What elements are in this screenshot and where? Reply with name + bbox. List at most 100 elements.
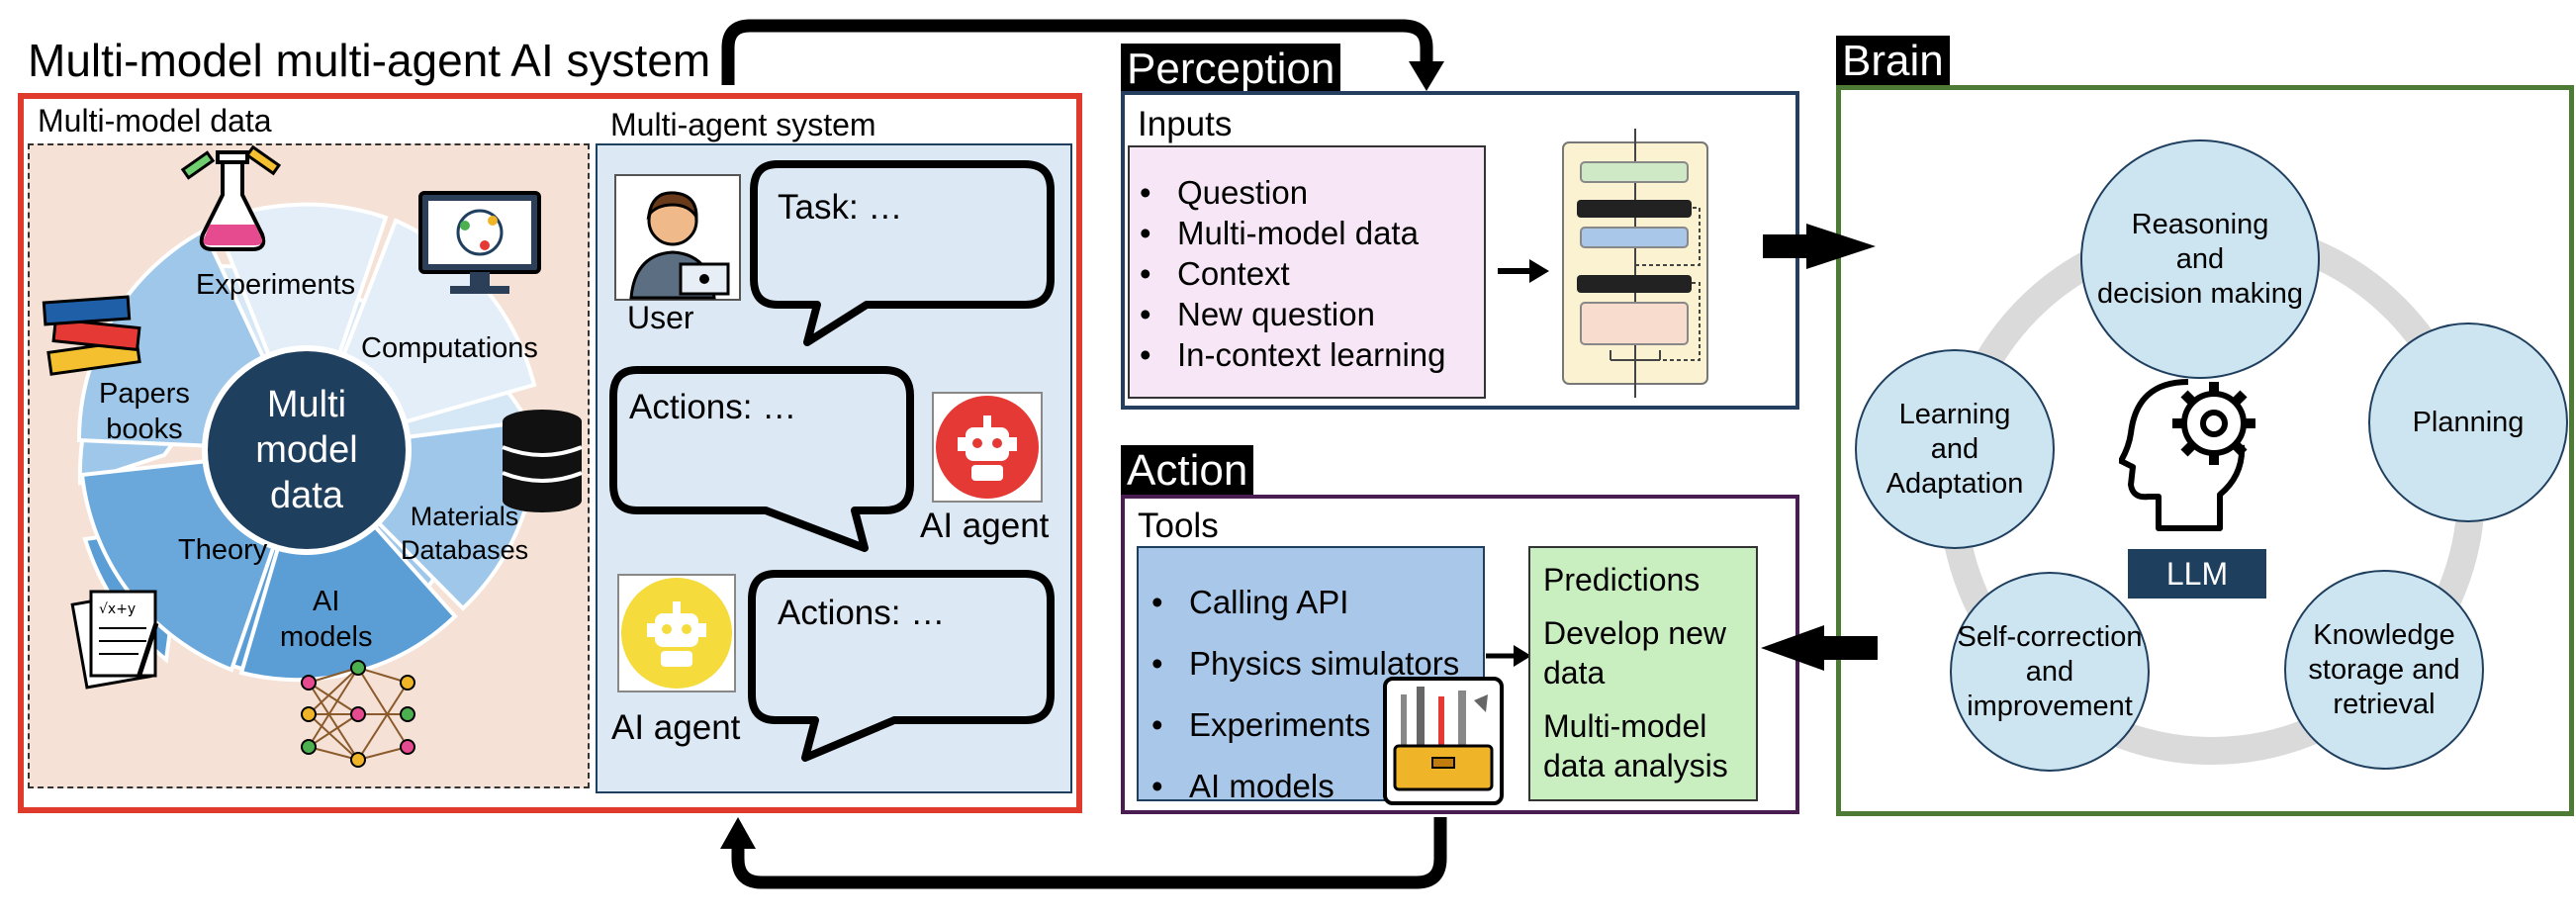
main-title: Multi-model multi-agent AI system: [28, 35, 711, 86]
ai-agent-yellow-icon: [617, 574, 736, 692]
outputs-panel: [1528, 546, 1758, 801]
input-item: New question: [1140, 294, 1446, 334]
knowledge-line-2: storage and: [2308, 653, 2460, 686]
multi-agent-system-container: [18, 93, 1082, 813]
brain-gear-head-icon: [2119, 379, 2255, 531]
materials-line-2: Databases: [401, 535, 529, 565]
input-item: Context: [1140, 253, 1446, 294]
documents-icon: √x+y: [70, 590, 159, 690]
segment-label-experiments: Experiments: [196, 269, 356, 301]
tool-item: Calling API: [1151, 572, 1459, 633]
output-develop-line-2: data: [1543, 655, 1606, 691]
arrow-right-icon: [1498, 259, 1549, 283]
node-reasoning-label: Reasoning and decision making: [2081, 180, 2319, 338]
action-heading: Action: [1121, 445, 1254, 497]
database-icon: [502, 410, 583, 512]
reasoning-line-3: decision making: [2097, 277, 2303, 310]
tool-item: Experiments: [1151, 694, 1459, 756]
multi-model-data-label: Multi-model data: [38, 103, 272, 138]
learning-line-2: and: [1930, 432, 1979, 465]
ai-agent-label-2: AI agent: [611, 708, 741, 747]
segment-label-papers: Papers books: [99, 376, 190, 447]
svg-text:√x+y: √x+y: [99, 601, 136, 617]
arrow-bottom-head: [720, 817, 756, 849]
center-line-3: data: [270, 475, 343, 516]
ai-agent-red-icon: [932, 392, 1043, 503]
center-label: Multi model data: [208, 376, 406, 524]
node-planning-label: Planning: [2369, 393, 2567, 452]
tools-list: Calling API Physics simulators Experimen…: [1151, 572, 1459, 817]
user-avatar-icon: [614, 174, 741, 301]
output-predictions: Predictions: [1543, 562, 1701, 598]
actions-text-1: Actions: …: [629, 388, 797, 426]
tool-item: AI models: [1151, 756, 1459, 817]
segment-label-computations: Computations: [361, 332, 538, 364]
node-selfcorrection: [1950, 572, 2150, 772]
actions-speech-bubble-2: [748, 570, 1055, 762]
books-icon: [42, 295, 141, 376]
inputs-list: Question Multi-model data Context New qu…: [1140, 172, 1446, 375]
reasoning-line-1: Reasoning: [2131, 208, 2269, 240]
actions-text-2: Actions: …: [778, 594, 946, 632]
brain-cycle-diagram: [1855, 139, 2568, 772]
neural-network-icon: [301, 660, 415, 768]
center-line-1: Multi: [266, 384, 347, 425]
input-item: Multi-model data: [1140, 213, 1446, 253]
multi-agent-system-label: Multi-agent system: [610, 107, 876, 142]
tools-label: Tools: [1138, 507, 1219, 545]
actions-speech-bubble-1: [609, 366, 914, 552]
task-speech-bubble: [750, 160, 1055, 346]
arrow-perception-brain-shaft: [1763, 234, 1808, 258]
center-line-2: model: [255, 429, 358, 471]
arrow-right-icon: [1486, 645, 1531, 667]
selfcorrection-line-2: and: [2025, 655, 2074, 688]
segment-label-theory: Theory: [178, 534, 268, 566]
knowledge-line-3: retrieval: [2333, 688, 2436, 720]
segment-label-materials: Materials Databases: [401, 500, 528, 567]
selfcorrection-line-3: improvement: [1967, 690, 2133, 722]
llm-label: LLM: [2128, 549, 2266, 599]
reasoning-line-2: and: [2175, 242, 2225, 275]
learning-line-3: Adaptation: [1886, 467, 2024, 500]
arrow-brain-action-head: [1761, 625, 1824, 671]
computer-icon: [418, 191, 541, 294]
selfcorrection-line-1: Self-correction: [1957, 620, 2143, 653]
materials-line-1: Materials: [410, 502, 519, 531]
task-text: Task: …: [778, 188, 903, 227]
node-learning: [1855, 349, 2055, 549]
input-item: Question: [1140, 172, 1446, 213]
arrow-top-head: [1409, 61, 1444, 91]
segment-label-ai-models: AI models: [280, 584, 373, 655]
learning-line-1: Learning: [1898, 398, 2011, 430]
inputs-label: Inputs: [1138, 105, 1233, 143]
ai-agent-label-1: AI agent: [920, 507, 1050, 545]
user-label: User: [627, 300, 694, 335]
output-analysis-line-1: Multi-model: [1543, 708, 1707, 744]
node-reasoning: [2080, 139, 2320, 379]
input-item: In-context learning: [1140, 334, 1446, 375]
transformer-diagram-icon: [1562, 129, 1708, 398]
arrow-brain-action-shaft: [1822, 636, 1878, 660]
node-planning: [2368, 323, 2568, 522]
node-selfcorrection-label: Self-correction and improvement: [1941, 612, 2159, 731]
ai-models-line-1: AI: [313, 586, 340, 617]
arrow-perception-brain-head: [1806, 224, 1876, 269]
node-knowledge: [2284, 570, 2484, 770]
output-develop-line-1: Develop new: [1543, 615, 1726, 651]
brain-heading: Brain: [1836, 36, 1950, 87]
tool-item: Physics simulators: [1151, 633, 1459, 694]
toolbox-icon: [1383, 677, 1504, 805]
arrow-top-path: [721, 19, 1433, 85]
papers-line-2: books: [106, 414, 183, 445]
outputs-list: Predictions Develop new data Multi-model…: [1543, 560, 1728, 785]
brain-box: [1836, 85, 2574, 816]
ai-models-line-2: models: [280, 621, 373, 653]
perception-heading: Perception: [1121, 44, 1341, 95]
knowledge-line-1: Knowledge: [2313, 618, 2455, 651]
flask-icon: [180, 144, 282, 251]
papers-line-1: Papers: [99, 378, 190, 410]
node-knowledge-label: Knowledge storage and retrieval: [2285, 610, 2483, 729]
arrow-bottom-path: [731, 817, 1447, 889]
center-circle: [202, 345, 412, 555]
